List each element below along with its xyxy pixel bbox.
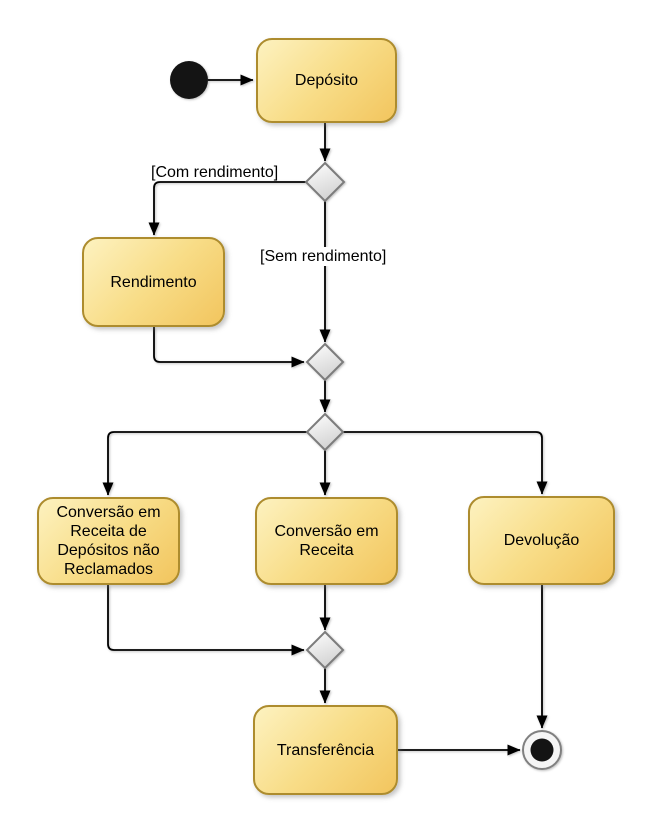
edge-conversao-depositos-to-merge2 [107,585,305,656]
activity-conversao-receita-depositos: Conversão em Receita de Depósitos não Re… [37,497,180,585]
activity-rendimento: Rendimento [82,237,225,327]
edge-decision2-to-conversao-depositos [102,431,307,496]
guard-sem-rendimento: [Sem rendimento] [258,247,389,266]
guard-com-rendimento: [Com rendimento] [151,164,279,181]
decision-diamond-1 [304,161,346,203]
edge-decision2-to-devolucao [343,431,548,495]
merge-diamond-1 [305,342,345,382]
final-node [522,730,562,770]
activity-transferencia: Transferência [253,705,398,795]
edge-layer [102,74,548,756]
merge-diamond-2 [305,630,345,670]
edge-rendimento-to-merge1 [153,327,305,368]
activity-devolucao: Devolução [468,496,615,585]
activity-deposito-label: Depósito [294,72,359,89]
initial-node [170,61,208,99]
activity-rendimento-label: Rendimento [110,273,197,291]
edge-decision1-to-rendimento [148,181,306,236]
decision-diamond-2 [305,412,345,452]
activity-conversao-receita-depositos-label: Conversão em Receita de Depósitos não Re… [56,504,161,578]
activity-devolucao-label: Devolução [503,532,580,549]
activity-conversao-receita-label: Conversão em Receita [274,523,379,559]
final-node-core [530,738,554,762]
activity-deposito: Depósito [256,38,397,123]
activity-transferencia-label: Transferência [276,741,375,759]
activity-conversao-receita: Conversão em Receita [255,497,398,585]
